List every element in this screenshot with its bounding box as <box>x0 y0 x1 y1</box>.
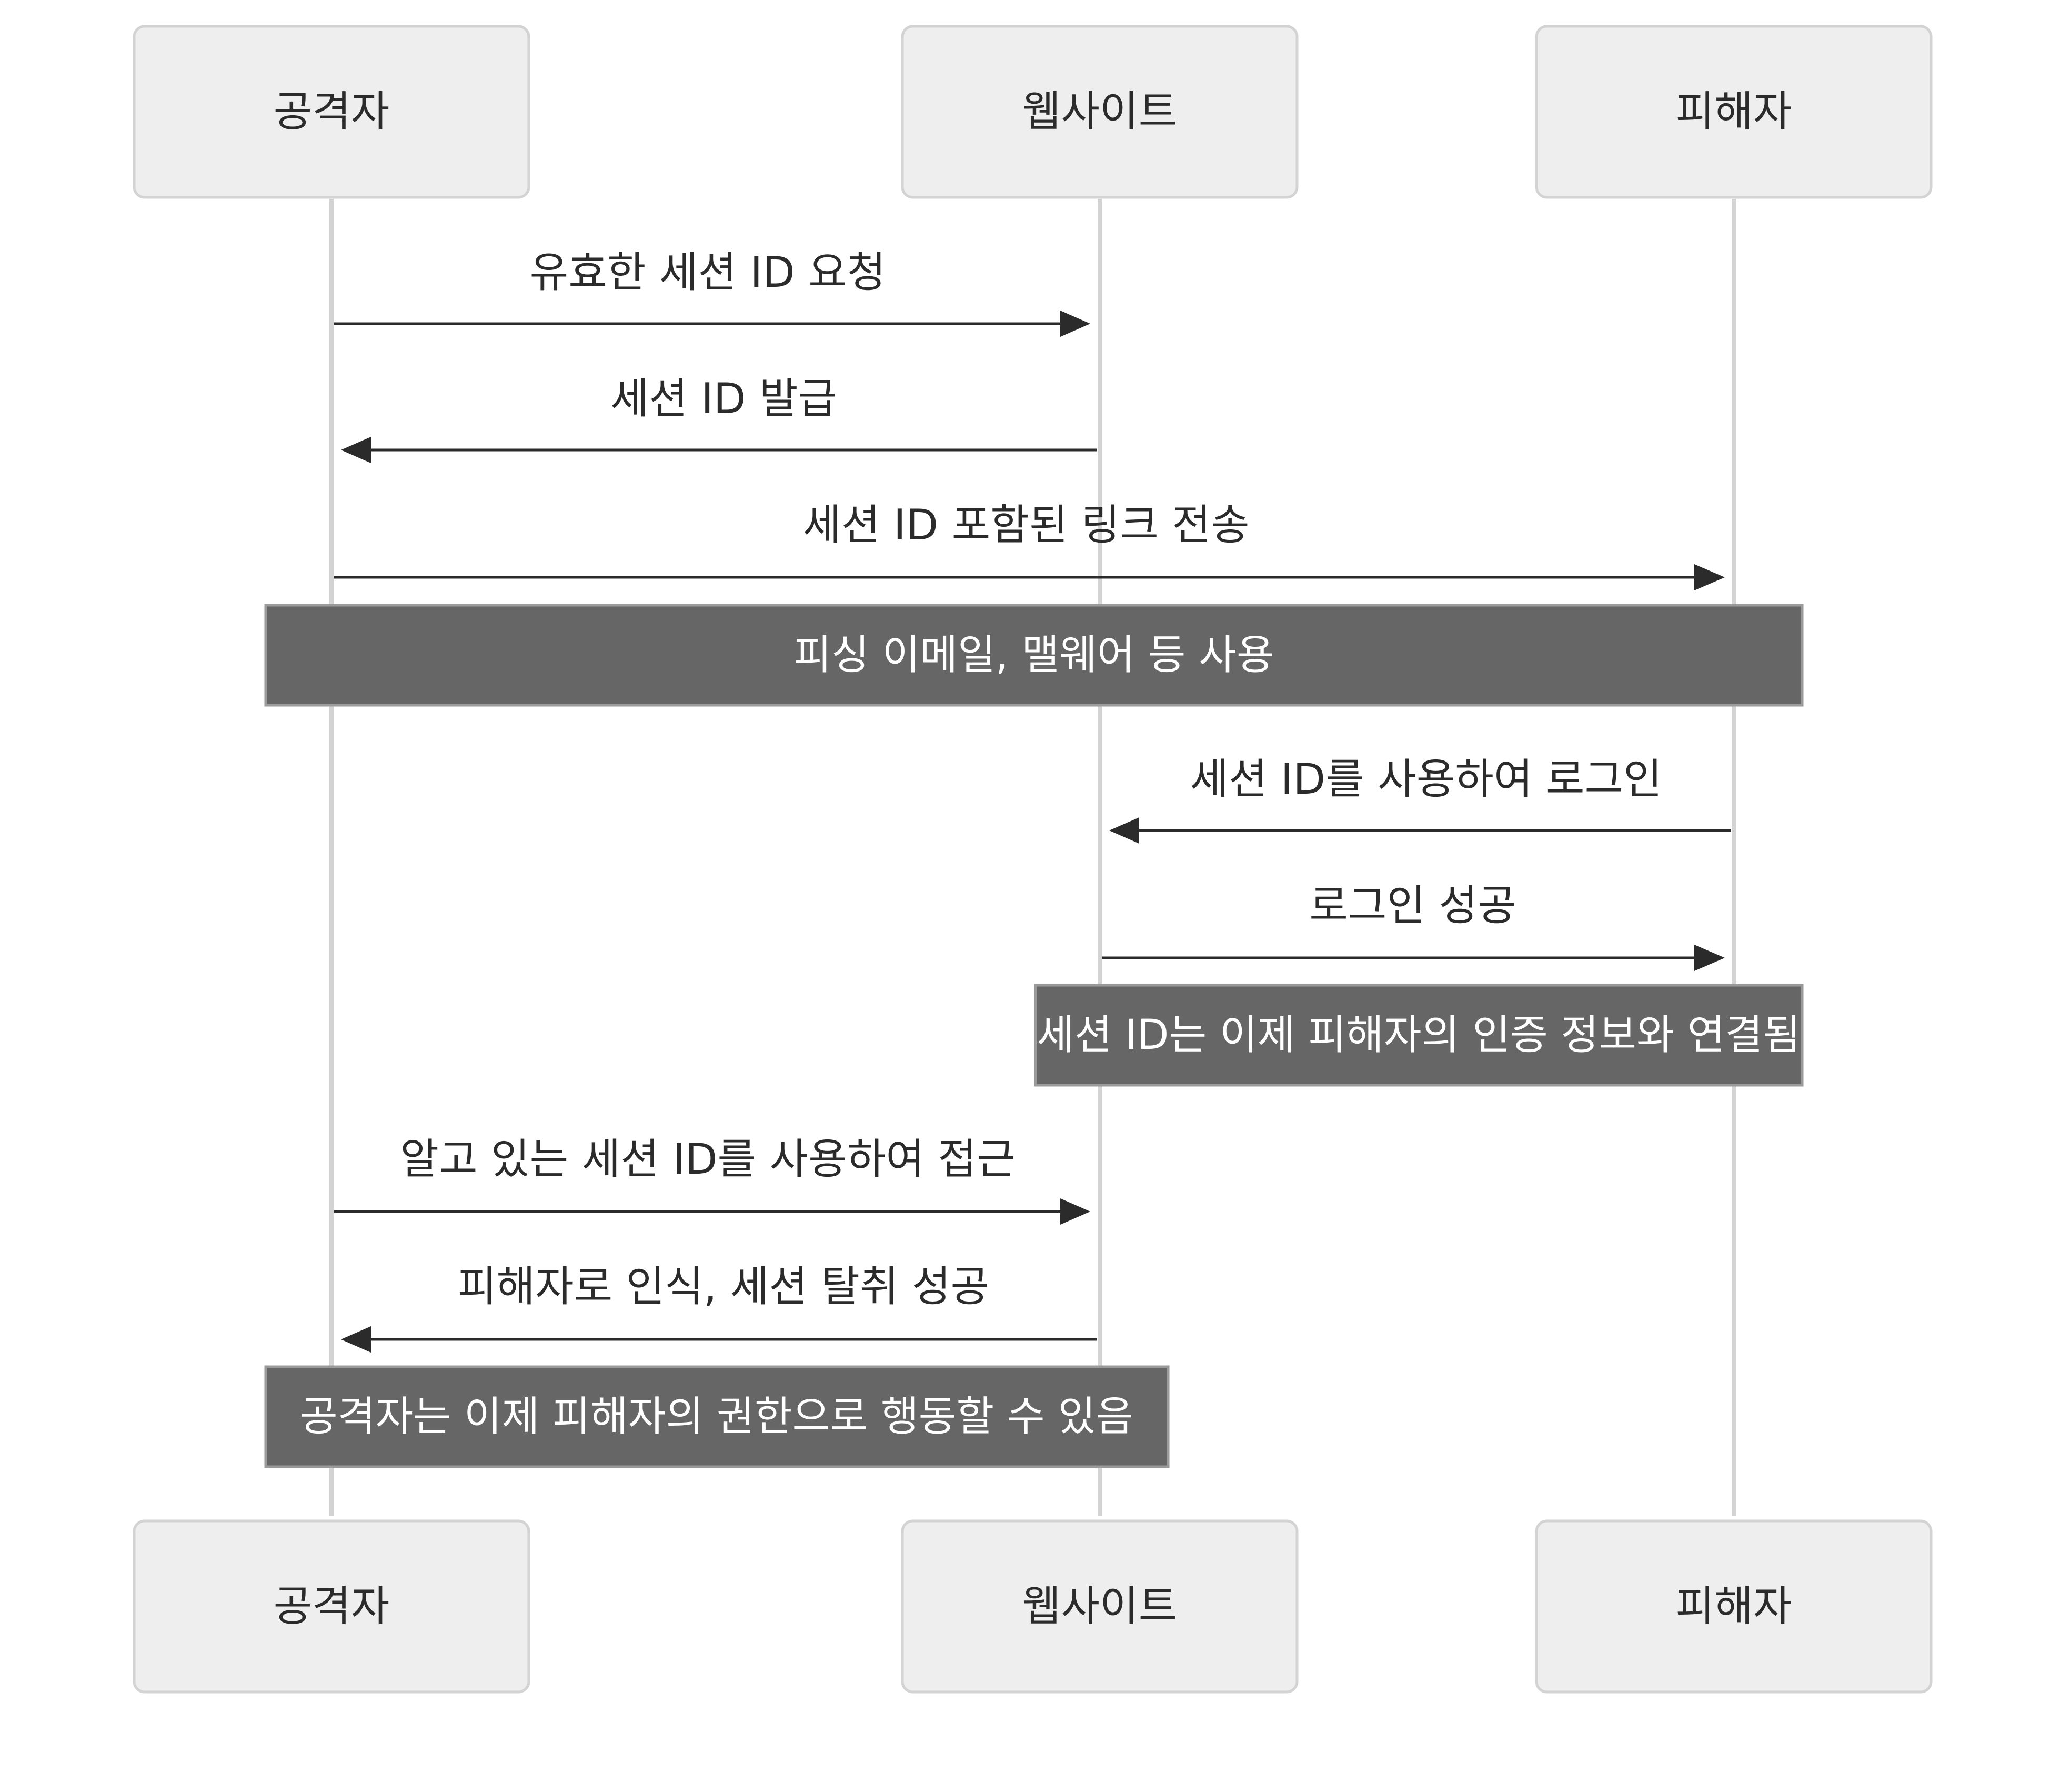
message-4-label: 세션 ID를 사용하여 로그인 <box>1190 755 1662 804</box>
arrowhead-right <box>1694 945 1725 971</box>
message-3-label: 세션 ID 포함된 링크 전송 <box>802 500 1249 549</box>
note-phishing-text: 피싱 이메일, 맬웨어 등 사용 <box>793 632 1274 679</box>
note-attacker-privileges: 공격자는 이제 피해자의 권한으로 행동할 수 있음 <box>264 1365 1170 1468</box>
participant-victim-bottom: 피해자 <box>1535 1519 1933 1694</box>
arrowhead-right <box>1060 1198 1090 1225</box>
participant-website-top-label: 웹사이트 <box>1022 87 1177 136</box>
arrowhead-left <box>1109 817 1139 844</box>
arrowhead-right <box>1694 564 1725 590</box>
message-6: 알고 있는 세션 ID를 사용하여 접근 <box>334 1135 1090 1225</box>
message-1-label: 유효한 세션 ID 요청 <box>530 248 886 297</box>
participant-website-bottom: 웹사이트 <box>901 1519 1299 1694</box>
message-3: 세션 ID 포함된 링크 전송 <box>334 500 1725 590</box>
participant-victim-top: 피해자 <box>1535 25 1933 199</box>
note-session-linked-text: 세션 ID는 이제 피해자의 인증 정보와 연결됨 <box>1037 1012 1801 1059</box>
arrowhead-left <box>341 1326 371 1353</box>
message-4: 세션 ID를 사용하여 로그인 <box>1109 755 1731 844</box>
participant-attacker-top: 공격자 <box>133 25 530 199</box>
participant-website-bottom-label: 웹사이트 <box>1022 1582 1177 1631</box>
message-2: 세션 ID 발급 <box>341 374 1097 463</box>
arrowhead-right <box>1060 311 1090 337</box>
message-6-label: 알고 있는 세션 ID를 사용하여 접근 <box>400 1135 1015 1184</box>
participant-website-top: 웹사이트 <box>901 25 1299 199</box>
participant-attacker-bottom: 공격자 <box>133 1519 530 1694</box>
message-5-label: 로그인 성공 <box>1309 881 1516 930</box>
message-5: 로그인 성공 <box>1102 881 1725 971</box>
message-7: 피해자로 인식, 세션 탈취 성공 <box>341 1262 1097 1353</box>
message-7-label: 피해자로 인식, 세션 탈취 성공 <box>458 1262 989 1311</box>
note-session-linked: 세션 ID는 이제 피해자의 인증 정보와 연결됨 <box>1034 984 1804 1087</box>
participant-victim-top-label: 피해자 <box>1676 87 1792 136</box>
note-attacker-privileges-text: 공격자는 이제 피해자의 권한으로 행동할 수 있음 <box>300 1393 1133 1440</box>
note-phishing: 피싱 이메일, 맬웨어 등 사용 <box>264 604 1804 707</box>
message-1: 유효한 세션 ID 요청 <box>334 248 1090 337</box>
participant-attacker-bottom-label: 공격자 <box>274 1582 390 1631</box>
participant-attacker-top-label: 공격자 <box>274 87 390 136</box>
arrowhead-left <box>341 437 371 463</box>
participant-victim-bottom-label: 피해자 <box>1676 1582 1792 1631</box>
message-2-label: 세션 ID 발급 <box>610 374 837 423</box>
